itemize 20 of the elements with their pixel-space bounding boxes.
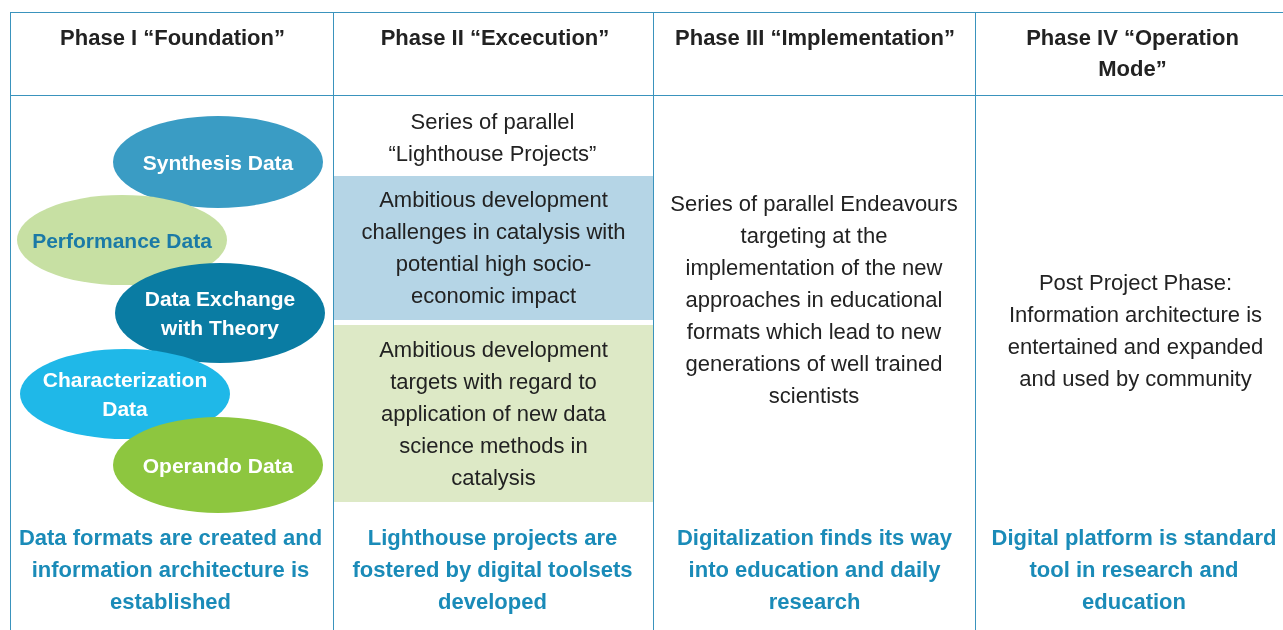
column-header: Phase III “Implementation” [674, 24, 956, 52]
phase-outcome-text: Lighthouse projects are fostered by digital toolsets developed [351, 524, 634, 616]
column-header: Phase I “Foundation” [59, 24, 286, 52]
column-header: Phase IV “Operation Mode” [1025, 24, 1240, 83]
ellipse-label: Characterization Data [41, 367, 209, 422]
description-text: Post Project Phase: Information architecture is entertained and expanded and used by community [1006, 269, 1265, 393]
ellipse-label: Data Exchange with Theory [143, 286, 297, 341]
panel-text: Ambitious development challenges in catalysis with potential high socio-economic impact [360, 186, 627, 310]
phase-outcome-text: Digitalization finds its way into education and daily research [675, 524, 953, 616]
column-header: Phase II “Excecution” [379, 24, 611, 52]
text-panel [334, 325, 653, 502]
phase-outcome-text: Digital platform is standard tool in research and education [990, 524, 1278, 616]
ellipse-label: Synthesis Data [142, 149, 294, 176]
description-text: Series of parallel “Lighthouse Projects” [387, 108, 598, 168]
panel-text: Ambitious development targets with regard to application of new data science methods in catalysis [378, 335, 609, 492]
ellipse-label: Operando Data [142, 452, 294, 479]
ellipse-label: Performance Data [32, 227, 212, 254]
text-panel [334, 176, 653, 320]
phase-outcome-text: Data formats are created and information architecture is established [18, 524, 323, 616]
description-text: Series of parallel Endeavours targeting at the implementation of the new approaches in educational formats which lead to new generations of well trained scientists [669, 190, 959, 410]
